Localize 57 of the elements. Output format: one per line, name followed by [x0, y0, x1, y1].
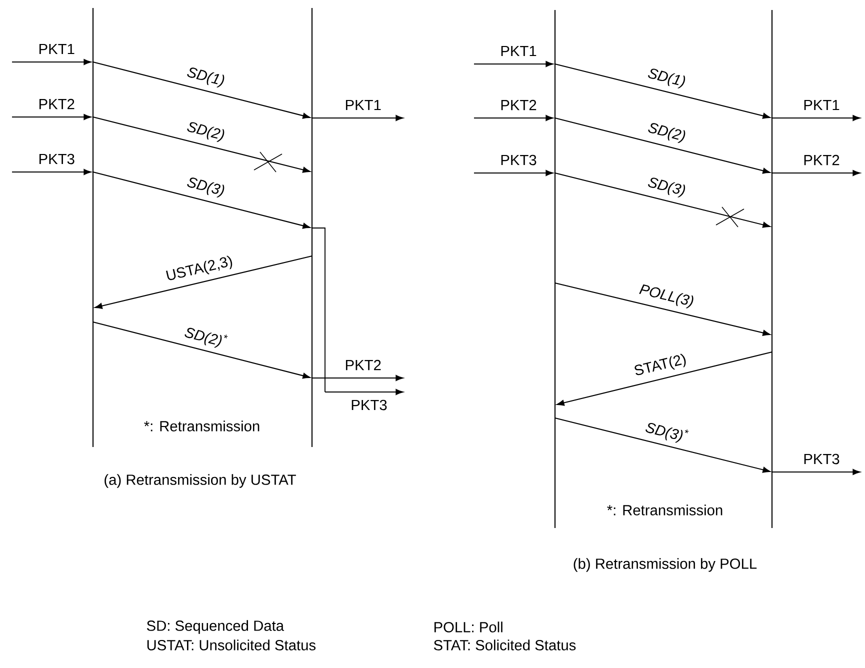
- edge-label: PKT3: [352, 400, 387, 410]
- arrow: [92, 171, 310, 229]
- glossary-entry: SD: Sequenced Data: [146, 620, 284, 634]
- arrow: [474, 170, 554, 176]
- edge-label: SD(3): [648, 178, 686, 198]
- caption: (b) Retransmission by POLL: [574, 558, 757, 572]
- arrow: [312, 115, 404, 121]
- edge-label: PKT1: [804, 100, 840, 110]
- lifeline: [771, 9, 773, 529]
- lifeline: [92, 7, 94, 448]
- edge-label: SD(3): [187, 178, 224, 198]
- edge-label: SD(2)$^{*}$: [184, 328, 228, 348]
- arrow: [92, 321, 310, 379]
- arrow: [474, 61, 554, 67]
- arrow: [92, 61, 310, 119]
- footnote: *: Retransmission: [607, 504, 722, 516]
- glossary-entry: USTAT: Unsolicited Status: [147, 640, 316, 650]
- edge-label: SD(2): [187, 122, 224, 142]
- edge-label: PKT2: [39, 98, 74, 110]
- arrow: [554, 63, 770, 119]
- edge-label: SD(1): [187, 68, 224, 88]
- lifeline: [554, 9, 556, 529]
- edge-label: PKT3: [804, 454, 840, 464]
- arrow: [772, 469, 860, 475]
- edge-label: PKT2: [804, 154, 840, 166]
- edge-label: SD(2): [648, 123, 686, 143]
- arrow: [554, 417, 770, 473]
- glossary-entry: STAT: Solicited Status: [434, 640, 576, 650]
- arrow: [556, 351, 772, 406]
- edge-label: POLL(3): [639, 284, 694, 308]
- edge-label: SD(1): [648, 68, 686, 88]
- arrow: [312, 375, 404, 381]
- arrow: [554, 172, 770, 228]
- glossary-entry: POLL: Poll: [434, 622, 502, 632]
- arrow: [12, 114, 92, 120]
- edge-label: PKT3: [501, 154, 536, 166]
- arrow: [474, 115, 554, 121]
- arrow: [554, 282, 770, 336]
- arrow: [12, 169, 92, 175]
- lifeline: [311, 7, 313, 448]
- arrow: [554, 117, 770, 174]
- footnote: *: Retransmission: [144, 420, 260, 432]
- edge-label: PKT1: [501, 46, 536, 56]
- arrow: [772, 170, 860, 176]
- edge-label: SD(3)$^{*}$: [646, 423, 689, 443]
- arrow: [12, 59, 92, 65]
- caption: (a) Retransmission by USTAT: [104, 474, 296, 488]
- edge-label: PKT1: [346, 100, 381, 110]
- arrow: [772, 115, 860, 121]
- arrow: [325, 389, 404, 395]
- edge-label: STAT(2): [634, 354, 686, 376]
- arrow: [94, 255, 312, 309]
- edge-label: PKT2: [501, 100, 536, 110]
- edge-label: PKT1: [39, 44, 74, 54]
- edge-label: PKT3: [39, 154, 74, 164]
- arrow: [92, 116, 310, 173]
- edge-label: PKT2: [346, 360, 381, 370]
